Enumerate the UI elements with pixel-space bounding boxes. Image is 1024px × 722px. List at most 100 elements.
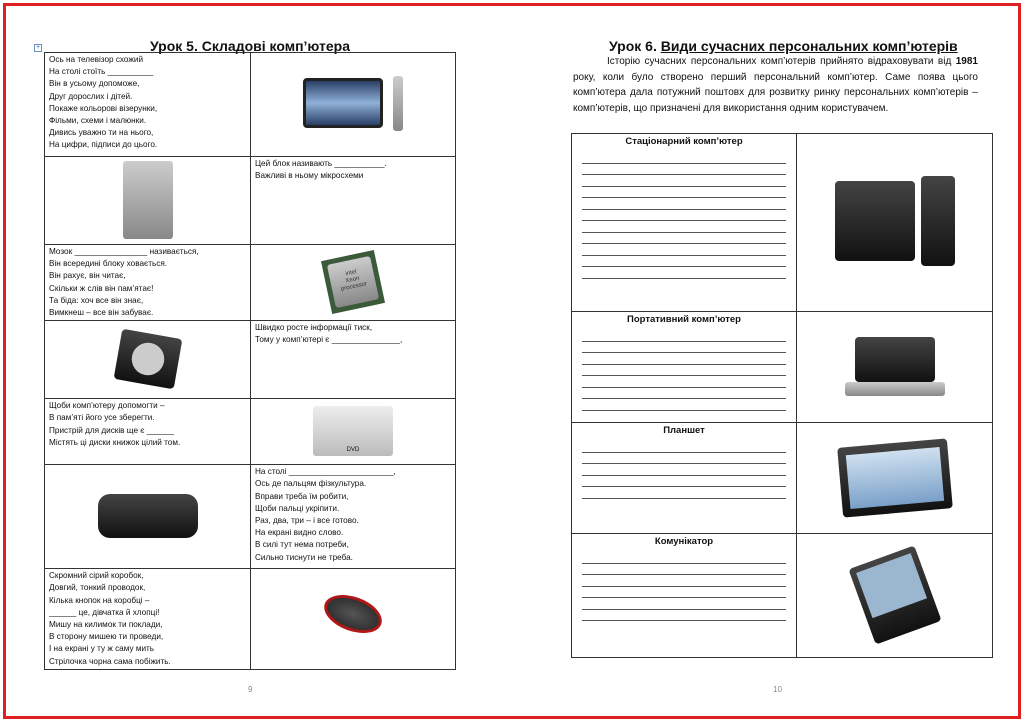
laptop-answer-cell: Портативний комп’ютер [571,311,797,423]
desktop-answer-cell: Стаціонарний комп’ютер [571,133,797,312]
answer-line[interactable] [582,399,786,411]
answer-line[interactable] [582,198,786,210]
poem-line: Стрілочка чорна сама побіжить. [49,656,171,666]
row-heading: Стаціонарний комп’ютер [625,136,743,147]
left-page-number: 9 [248,685,253,694]
left-page-title: Урок 5. Складові комп’ютера [150,38,350,54]
intro-text: Історію сучасних персональних комп’ютері… [607,56,956,67]
intro-paragraph: Історію сучасних персональних комп’ютері… [573,54,978,116]
answer-line[interactable] [582,210,786,222]
processor-label: processor [340,281,368,293]
pc-types-table: Стаціонарний комп’ютер Портативний комп’… [571,133,993,658]
poem-line: Та біда: хоч все він знає, [49,295,144,305]
intro-year: 1981 [955,56,978,67]
title-main: Складові комп’ютера [201,38,351,54]
poem-line: На столі _______________________, [255,467,396,477]
answer-line[interactable] [582,575,786,587]
poem-line: Тому у комп’ютері є _______________, [255,335,403,345]
answer-line[interactable] [582,598,786,610]
dvd-label: DVD [346,447,360,454]
poem-line: Вимкнеш – все він забуває. [49,308,154,318]
answer-line[interactable] [582,552,786,564]
poem-line: Містять ці диски книжок цілий том. [49,437,181,447]
poem-line: І на екрані у ту ж саму мить [49,644,155,654]
answer-line[interactable] [582,564,786,576]
poem-line: Він всередині блоку ховається. [49,259,168,269]
answer-line[interactable] [582,453,786,465]
monitor-image [250,52,456,157]
answer-line[interactable] [582,376,786,388]
poem-line: На цифри, підписи до цього. [49,140,158,150]
poem-line: Дивись уважно ти на нього, [49,128,154,138]
poem-line: Раз, два, три – і все готово. [255,516,359,526]
answer-line[interactable] [582,342,786,354]
answer-line[interactable] [582,365,786,377]
answer-line[interactable] [582,152,786,164]
poem-line: Ось на телевізор схожий [49,55,144,64]
poem-line: Скільки ж слів він пам’ятає! [49,283,154,293]
poem-line: ______ це, дівчатка й хлопці! [49,607,160,617]
answer-line[interactable] [582,353,786,365]
poem-line: Друг дорослих і дітей. [49,91,133,101]
row-heading: Портативний комп’ютер [627,314,741,325]
poem-line: Швидко росте інформації тиск, [255,323,373,333]
answer-line[interactable] [582,267,786,279]
poem-keyboard: На столі _______________________, Ось де … [250,464,456,570]
poem-line: В пам’яті його усе зберегти. [49,413,155,423]
title-main: Види сучасних персональних комп’ютерів [660,38,958,54]
answer-line[interactable] [582,233,786,245]
poem-line: Він в усьому допоможе, [49,79,140,89]
poem-line: На екрані видно слово. [255,528,344,538]
communicator-answer-cell: Комунікатор [571,533,797,658]
mouse-image [250,568,456,670]
poem-dvd-drive: Щоби комп’ютеру допомогти – В пам’яті йог… [44,398,251,466]
poem-line: Сильно тиснути не треба. [255,552,353,562]
table-move-handle-icon[interactable]: + [34,44,42,52]
poem-line: Мишу на килимок ти поклади, [49,620,163,630]
poem-line: Фільми, схеми і малюнки. [49,116,147,126]
answer-line[interactable] [582,610,786,622]
row-heading: Комунікатор [654,536,714,547]
answer-line[interactable] [582,388,786,400]
title-prefix: Урок 6. [609,38,661,54]
answer-line[interactable] [582,464,786,476]
answer-line[interactable] [582,175,786,187]
system-unit-image [44,156,251,245]
page-frame [3,3,1021,719]
poem-line: Покаже кольорові візерунки, [49,103,158,113]
poem-mouse: Скромний сірий коробок,Довгий, тонкий пр… [44,568,251,670]
answer-line[interactable] [582,221,786,233]
poem-monitor: Ось на телевізор схожий На столі стоїть _… [44,52,251,157]
poem-hard-drive: Швидко росте інформації тиск, Тому у комп… [250,320,456,400]
poem-line: Мозок ________________ називається, [49,247,199,256]
row-heading: Планшет [663,425,705,436]
answer-line[interactable] [582,441,786,453]
communicator-image [796,533,993,658]
poem-processor: Мозок ________________ називається, Він в… [44,243,251,322]
poem-line: На столі стоїть __________ [49,67,154,77]
answer-line[interactable] [582,256,786,268]
intro-text: року, коли було створено перший персонал… [573,71,978,114]
laptop-image [796,311,993,423]
components-table: Ось на телевізор схожий На столі стоїть _… [44,52,456,670]
poem-line: Важливі в ньому мікросхеми [255,171,364,181]
answer-line[interactable] [582,244,786,256]
poem-line: Цей блок називають ___________. [255,159,387,168]
keyboard-image [44,464,251,570]
poem-line: Ось де пальцям фізкультура. [255,479,367,489]
poem-line: Щоби пальці укріпити. [255,503,340,513]
answer-line[interactable] [582,164,786,176]
answer-line[interactable] [582,330,786,342]
poem-line: Скромний сірий коробок, [49,571,144,581]
dvd-drive-image: DVD [250,398,456,466]
answer-line[interactable] [582,587,786,599]
title-prefix: Урок 5. [150,38,202,54]
poem-line: Щоби комп’ютеру допомогти – [49,401,165,411]
answer-line[interactable] [582,476,786,488]
answer-line[interactable] [582,487,786,499]
poem-line: В сторону мишею ти проведи, [49,632,164,642]
right-page-number: 10 [773,685,782,694]
desktop-computer-image [796,133,993,312]
answer-line[interactable] [582,187,786,199]
